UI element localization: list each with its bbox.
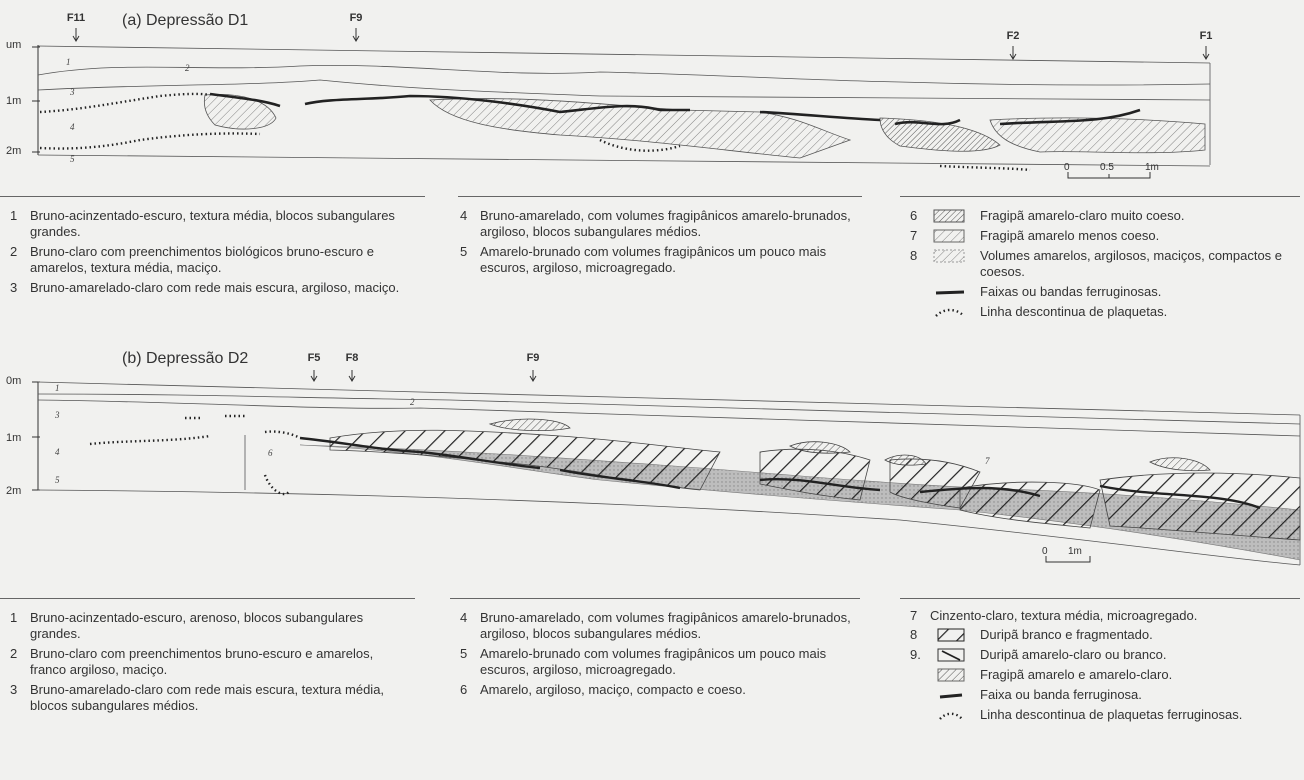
- scale-a-zero: 0: [1064, 162, 1070, 173]
- svg-text:4: 4: [70, 122, 75, 132]
- divider-a2: [458, 196, 862, 197]
- svg-text:4: 4: [55, 447, 60, 457]
- svg-text:5: 5: [55, 475, 60, 485]
- legend-item: 2Bruno-claro com preenchimentos biológic…: [10, 244, 420, 276]
- arrows-b: [311, 370, 536, 381]
- svg-text:2: 2: [185, 63, 190, 73]
- legend-item: 1Bruno-acinzentado-escuro, arenoso, bloc…: [10, 610, 410, 642]
- divider-a3: [900, 196, 1300, 197]
- legend-item: 5Amarelo-brunado com volumes fragipânico…: [460, 244, 870, 276]
- svg-text:1: 1: [55, 383, 60, 393]
- legend-item: 3Bruno-amarelado-claro com rede mais esc…: [10, 280, 420, 296]
- legend-item: 2Bruno-claro com preenchimentos bruno-es…: [10, 646, 410, 678]
- legend-item: Faixa ou banda ferruginosa.: [910, 687, 1300, 703]
- legend-item: 5Amarelo-brunado com volumes fragipânico…: [460, 646, 870, 678]
- legend-b-col2: 4Bruno-amarelado, com volumes fragipânic…: [460, 610, 870, 702]
- legend-item: Fragipã amarelo e amarelo-claro.: [910, 667, 1300, 683]
- cross-section-a: 1 2 3 4 5 0 0.5 1m: [0, 0, 1304, 200]
- svg-text:6: 6: [268, 448, 273, 458]
- ferruginous-band-icon: [930, 687, 980, 703]
- duripa-fragmented-icon: [930, 627, 980, 643]
- scale-a-one: 1m: [1145, 162, 1159, 173]
- legend-item: 9. Duripã amarelo-claro ou branco.: [910, 647, 1300, 663]
- plaquetas-line-icon: [930, 304, 980, 320]
- scale-b-zero: 0: [1042, 546, 1048, 557]
- legend-a-col1: 1Bruno-acinzentado-escuro, textura média…: [10, 208, 420, 300]
- ferruginous-band-icon: [930, 284, 980, 300]
- legend-b-col3: 7Cinzento-claro, textura média, microagr…: [910, 608, 1300, 727]
- legend-item: 6 Fragipã amarelo-claro muito coeso.: [910, 208, 1300, 224]
- cross-section-b: 1 2 3 4 5 6 7 0 1m: [0, 360, 1304, 580]
- legend-a-col3: 6 Fragipã amarelo-claro muito coeso. 7 F…: [910, 208, 1300, 324]
- fragipa-light-icon: [930, 228, 980, 244]
- svg-text:5: 5: [70, 154, 75, 164]
- svg-text:3: 3: [69, 87, 75, 97]
- legend-item: 4Bruno-amarelado, com volumes fragipânic…: [460, 208, 870, 240]
- scale-b-one: 1m: [1068, 546, 1082, 557]
- divider-a1: [0, 196, 425, 197]
- legend-item: 3Bruno-amarelado-claro com rede mais esc…: [10, 682, 410, 714]
- scale-a-half: 0.5: [1100, 162, 1114, 173]
- legend-item: 7 Fragipã amarelo menos coeso.: [910, 228, 1300, 244]
- legend-item: Linha descontinua de plaquetas ferrugino…: [910, 707, 1300, 723]
- svg-text:1: 1: [66, 57, 71, 67]
- fragipa-yellow-icon: [930, 667, 980, 683]
- plaquetas-line-icon: [930, 707, 980, 723]
- svg-text:7: 7: [985, 456, 990, 466]
- yellow-volumes-icon: [930, 248, 980, 264]
- legend-item: 4Bruno-amarelado, com volumes fragipânic…: [460, 610, 870, 642]
- fragipa-dense-icon: [930, 208, 980, 224]
- divider-b2: [450, 598, 860, 599]
- legend-item: 1Bruno-acinzentado-escuro, textura média…: [10, 208, 420, 240]
- legend-item: 8 Volumes amarelos, argilosos, maciços, …: [910, 248, 1300, 280]
- duripa-diagonal-icon: [930, 647, 980, 663]
- divider-b1: [0, 598, 415, 599]
- legend-b-col1: 1Bruno-acinzentado-escuro, arenoso, bloc…: [10, 610, 410, 718]
- legend-item: Linha descontinua de plaquetas.: [910, 304, 1300, 320]
- legend-item: 8 Duripã branco e fragmentado.: [910, 627, 1300, 643]
- svg-text:3: 3: [54, 410, 60, 420]
- divider-b3: [900, 598, 1300, 599]
- legend-item: 6Amarelo, argiloso, maciço, compacto e c…: [460, 682, 870, 698]
- legend-a-col2: 4Bruno-amarelado, com volumes fragipânic…: [460, 208, 870, 280]
- legend-item: Faixas ou bandas ferruginosas.: [910, 284, 1300, 300]
- svg-text:2: 2: [410, 397, 415, 407]
- legend-item: 7Cinzento-claro, textura média, microagr…: [910, 608, 1300, 623]
